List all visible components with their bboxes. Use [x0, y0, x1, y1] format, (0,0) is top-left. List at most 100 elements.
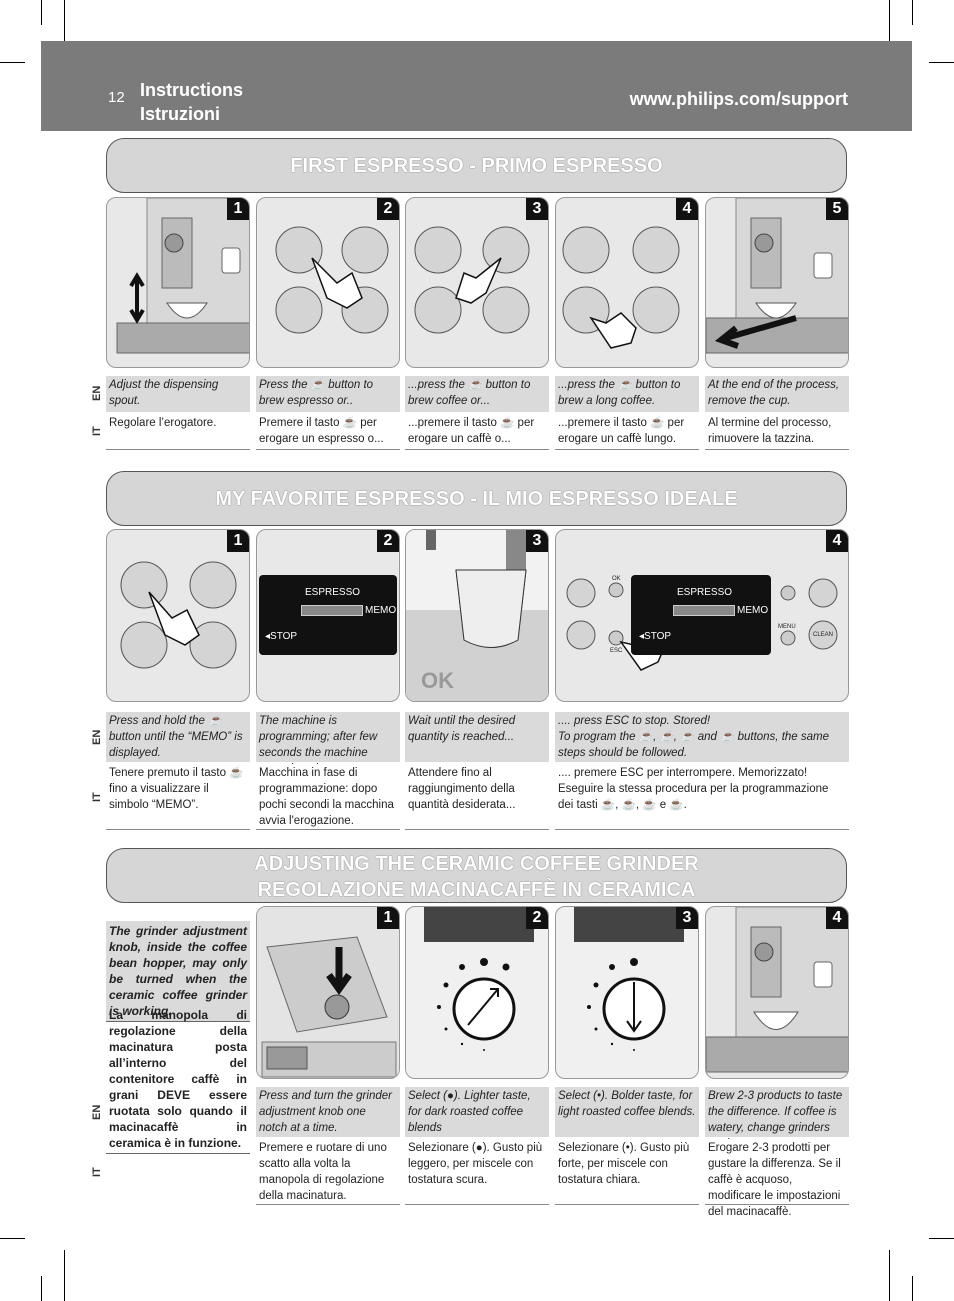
crop-mark	[41, 1276, 42, 1301]
caption-en: The machine is programming; after few se…	[256, 712, 400, 775]
buttons-press-illustration	[562, 226, 680, 349]
grinder-note-it: La manopola di regolazione della macinat…	[106, 1005, 250, 1154]
step-number: 3	[676, 907, 698, 929]
caption-en-line-2: To program the ☕, ☕, ☕ and ☕ buttons, th…	[558, 731, 830, 759]
section-grinder-title-it: REGOLAZIONE MACINACAFFÈ IN CERAMICA	[257, 879, 696, 901]
section-grinder-title: ADJUSTING THE CERAMIC COFFEE GRINDER REG…	[106, 848, 847, 903]
clean-label: CLEAN	[813, 632, 834, 638]
machine-spout-illustration	[116, 198, 249, 354]
display-memo: MEMO	[737, 605, 769, 616]
crop-mark	[912, 1276, 913, 1301]
caption-en: At the end of the process, remove the cu…	[705, 376, 849, 412]
caption-en: ...press the ☕ button to brew a long cof…	[555, 376, 699, 412]
caption-it-line-1: .... premere ESC per interrompere. Memor…	[558, 767, 808, 779]
illustration-step-4: 4	[705, 906, 849, 1079]
caption-en: Press and turn the grinder adjustment kn…	[256, 1087, 400, 1137]
caption-it: .... premere ESC per interrompere. Memor…	[555, 764, 849, 830]
display-screen: ESPRESSO MEMO ◂STOP	[631, 575, 771, 655]
caption-it: Selezionare (●). Gusto più leggero, per …	[405, 1139, 549, 1205]
grinder-knob-illustration	[257, 907, 399, 1078]
lang-label-it: IT	[91, 1167, 103, 1177]
cup-filling-illustration: OK	[406, 530, 548, 701]
illustration-step-3: 3	[405, 197, 549, 368]
step-number: 1	[377, 907, 399, 929]
step-number: 4	[826, 530, 848, 552]
caption-it: Tenere premuto il tasto ☕ fino a visuali…	[106, 764, 250, 830]
progress-bar	[301, 605, 363, 616]
display-label: ESPRESSO	[677, 587, 733, 598]
crop-mark	[64, 0, 65, 45]
step-number: 2	[377, 198, 399, 220]
grinder-dial-coarse-illustration	[424, 907, 534, 1051]
crop-mark	[912, 0, 913, 25]
remove-cup-illustration	[706, 198, 848, 354]
caption-it: Regolare l’erogatore.	[106, 414, 250, 450]
caption-it-line-2: Eseguire la stessa procedura per la prog…	[558, 783, 829, 811]
esc-label: ESC	[610, 648, 623, 654]
display-stop: ◂STOP	[639, 631, 672, 642]
caption-it: ...premere il tasto ☕ per erogare un caf…	[555, 414, 699, 450]
crop-mark	[929, 1238, 954, 1239]
caption-en: Adjust the dispensing spout.	[106, 376, 250, 412]
illustration-step-2: 2	[256, 197, 400, 368]
lang-label-en: EN	[91, 385, 103, 402]
step-number: 4	[826, 907, 848, 929]
section-favorite-espresso-title: MY FAVORITE ESPRESSO - IL MIO ESPRESSO I…	[106, 471, 847, 526]
crop-mark	[41, 0, 42, 25]
lang-label-en: EN	[91, 1104, 103, 1120]
buttons-hold-illustration	[120, 561, 237, 669]
caption-it: Premere il tasto ☕ per erogare un espres…	[256, 414, 400, 450]
illustration-step-3: 3	[555, 906, 699, 1079]
illustration-step-2: ESPRESSO MEMO ◂STOP 2	[256, 529, 400, 702]
illustration-step-5: 5	[705, 197, 849, 368]
caption-it: Attendere fino al raggiungimento della q…	[405, 764, 549, 830]
caption-it: Premere e ruotare di uno scatto alla vol…	[256, 1139, 400, 1205]
caption-en: .... press ESC to stop. Stored! To progr…	[555, 712, 849, 762]
crop-mark	[0, 1238, 25, 1239]
caption-en: Press and hold the ☕ button until the “M…	[106, 712, 250, 762]
grinder-dial-fine-illustration	[574, 907, 684, 1051]
step-number: 2	[526, 907, 548, 929]
progress-bar	[673, 605, 735, 616]
illustration-step-2: 2	[405, 906, 549, 1079]
crop-mark	[889, 1250, 890, 1301]
page-title: Instructions Istruzioni	[140, 78, 243, 126]
display-memo: MEMO	[365, 605, 397, 616]
illustration-step-1: 1	[106, 529, 250, 702]
caption-it: Selezionare (•). Gusto più forte, per mi…	[555, 1139, 699, 1205]
title-en: Instructions	[140, 80, 244, 100]
display-screen: ESPRESSO MEMO ◂STOP	[259, 575, 397, 655]
display-stop: ◂STOP	[265, 631, 298, 642]
step-number: 5	[826, 198, 848, 220]
illustration-step-3: OK 3	[405, 529, 549, 702]
caption-en: Wait until the desired quantity is reach…	[405, 712, 549, 762]
menu-label: MENU	[778, 624, 796, 630]
buttons-press-illustration	[414, 226, 530, 334]
crop-mark	[929, 62, 954, 63]
caption-it: ...premere il tasto ☕ per erogare un caf…	[405, 414, 549, 450]
crop-mark	[64, 1250, 65, 1301]
crop-mark	[0, 62, 25, 63]
step-number: 2	[377, 530, 399, 552]
grinder-note-en: The grinder adjustment knob, inside the …	[106, 921, 250, 1022]
caption-en: Brew 2-3 products to taste the differenc…	[705, 1087, 849, 1150]
caption-en-line-1: .... press ESC to stop. Stored!	[558, 715, 711, 727]
caption-it: Macchina in fase di programmazione: dopo…	[256, 764, 400, 830]
illustration-step-1: 1	[106, 197, 250, 368]
ok-label: OK	[612, 576, 621, 582]
page-header: 12 Instructions Istruzioni www.philips.c…	[41, 41, 912, 131]
caption-it: Erogare 2-3 prodotti per gustare la diff…	[705, 1139, 849, 1218]
caption-it: Al termine del processo, rimuovere la ta…	[705, 414, 849, 450]
buttons-press-illustration	[275, 226, 389, 334]
lang-label-it: IT	[91, 426, 103, 437]
ok-watermark: OK	[421, 668, 454, 693]
step-number: 3	[526, 198, 548, 220]
support-url: www.philips.com/support	[629, 89, 848, 109]
crop-mark	[889, 0, 890, 45]
section-first-espresso-title: FIRST ESPRESSO - PRIMO ESPRESSO	[106, 138, 847, 193]
step-number: 4	[676, 198, 698, 220]
caption-en: ...press the ☕ button to brew coffee or.…	[405, 376, 549, 412]
section-grinder-title-en: ADJUSTING THE CERAMIC COFFEE GRINDER	[254, 853, 699, 875]
lang-label-en: EN	[91, 729, 103, 745]
caption-en: Select (●). Lighter taste, for dark roas…	[405, 1087, 549, 1137]
